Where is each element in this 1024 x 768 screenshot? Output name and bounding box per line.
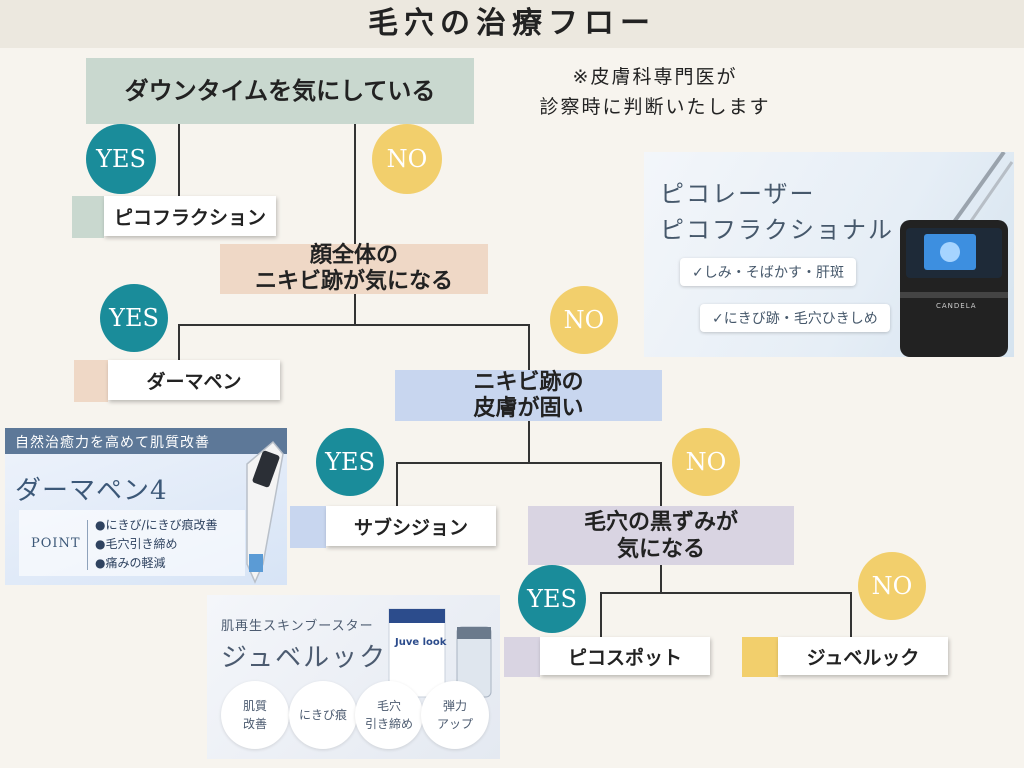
connector-q3-yes — [396, 462, 398, 508]
promo-dermapen-header-bar — [5, 428, 287, 454]
promo-dermapen-divider — [87, 520, 88, 570]
benefit-text: 改善 — [242, 717, 267, 731]
connector-q3-down — [528, 420, 530, 462]
juvelook-box-brand: Juve look — [395, 637, 447, 648]
note-line-2: 診察時に判断いたします — [539, 96, 771, 118]
note-line-1: ※皮膚科専門医が — [572, 66, 738, 88]
connector-q2-branch — [178, 324, 530, 326]
no-badge: NO — [550, 286, 618, 354]
question-acne-scars-line2: ニキビ跡が気になる — [254, 269, 453, 294]
promo-dermapen-header: 自然治癒力を高めて肌質改善 — [15, 435, 210, 451]
result-subcision-label: サブシジョン — [353, 516, 468, 539]
promo-dermapen-point: ●にきび/にきび痕改善 — [95, 518, 218, 532]
promo-dermapen-point: ●痛みの軽減 — [95, 556, 166, 570]
connector-q4-down — [660, 565, 662, 593]
juvelook-product-icon: Juve look — [383, 601, 499, 701]
question-blackheads-line1: 毛穴の黒ずみが — [583, 509, 738, 535]
dermapen-device-icon — [233, 434, 287, 585]
question-blackheads: 毛穴の黒ずみが 気になる — [528, 506, 794, 565]
result-swatch — [504, 637, 540, 677]
yes-badge: YES — [316, 428, 384, 496]
result-pico-spot-label: ピコスポット — [567, 646, 682, 669]
page-title: 毛穴の治療フロー — [368, 6, 656, 41]
benefit-text: アップ — [436, 717, 473, 731]
result-pico-fractional: ピコフラクション — [104, 196, 276, 236]
result-swatch — [290, 506, 326, 548]
no-badge: NO — [372, 124, 442, 194]
promo-pico-laser: ピコレーザー ピコフラクショナル ✓しみ・そばかす・肝斑 ✓にきび跡・毛穴ひきし… — [644, 152, 1014, 357]
result-dermapen-label: ダーマペン — [146, 370, 242, 393]
promo-dermapen-points: ●にきび/にきび痕改善 ●毛穴引き締め ●痛みの軽減 — [95, 516, 218, 573]
connector-q1-yes — [178, 124, 180, 196]
result-dermapen: ダーマペン — [108, 360, 280, 400]
benefit-text: 毛穴 — [376, 699, 401, 713]
promo-dermapen: 自然治癒力を高めて肌質改善 ダーマペン4 POINT ●にきび/にきび痕改善 ●… — [5, 428, 287, 585]
connector-q4-yes — [600, 592, 602, 638]
benefit-text: にきび痕 — [298, 708, 347, 722]
promo-dermapen-point: ●毛穴引き締め — [95, 537, 178, 551]
title-bar — [0, 0, 1024, 48]
question-acne-scars: 顔全体の ニキビ跡が気になる — [220, 243, 488, 294]
connector-q4-branch — [600, 592, 852, 594]
connector-q2-no — [528, 324, 530, 370]
promo-pico-line2: ピコフラクショナル — [660, 216, 894, 244]
result-swatch — [74, 360, 108, 402]
result-pico-fractional-label: ピコフラクション — [113, 206, 266, 229]
benefit-text: 弾力 — [442, 699, 467, 713]
promo-juvelook: 肌再生スキンブースター ジュベルック Juve look 肌質 改善 にきび痕 … — [207, 595, 500, 759]
question-blackheads-line2: 気になる — [616, 536, 705, 562]
result-swatch — [72, 196, 104, 238]
question-hard-skin-line1: ニキビ跡の — [473, 369, 584, 395]
connector-q2-down — [354, 293, 356, 325]
connector-q3-no — [660, 462, 662, 506]
connector-q2-yes — [178, 324, 180, 362]
yes-badge: YES — [518, 565, 586, 633]
juvelook-benefit-circle: 弾力 アップ — [421, 681, 489, 749]
question-hard-skin: ニキビ跡の 皮膚が固い — [395, 370, 662, 421]
question-hard-skin-line2: 皮膚が固い — [473, 395, 584, 421]
promo-dermapen-points-box — [19, 510, 245, 576]
result-subcision: サブシジョン — [326, 506, 496, 546]
benefit-text: 引き締め — [364, 717, 413, 731]
juvelook-benefit-circle: 肌質 改善 — [221, 681, 289, 749]
juvelook-benefit-circle: 毛穴 引き締め — [355, 681, 423, 749]
no-badge: NO — [672, 428, 740, 496]
laser-device-brand: CANDELA — [936, 302, 977, 310]
promo-dermapen-name: ダーマペン4 — [15, 476, 168, 506]
yes-badge: YES — [86, 124, 156, 194]
question-downtime-text: ダウンタイムを気にしている — [124, 77, 436, 105]
laser-device-icon: CANDELA — [894, 152, 1014, 357]
juvelook-benefit-circle: にきび痕 — [289, 681, 357, 749]
question-acne-scars-line1: 顔全体の — [309, 243, 398, 268]
benefit-text: 肌質 — [242, 699, 267, 713]
promo-pico-line1: ピコレーザー — [660, 180, 816, 208]
result-juvelook: ジュベルック — [778, 637, 948, 675]
promo-dermapen-point-label: POINT — [31, 536, 81, 551]
yes-badge: YES — [100, 284, 168, 352]
promo-juvelook-subtitle: 肌再生スキンブースター — [221, 619, 374, 634]
connector-q3-branch — [396, 462, 662, 464]
result-pico-spot: ピコスポット — [540, 637, 710, 675]
promo-juvelook-name: ジュベルック — [221, 643, 388, 673]
question-downtime: ダウンタイムを気にしている — [86, 58, 474, 124]
no-badge: NO — [858, 552, 926, 620]
promo-pico-tag2: ✓にきび跡・毛穴ひきしめ — [700, 304, 890, 332]
result-swatch — [742, 637, 778, 677]
connector-q1-no — [354, 124, 356, 246]
connector-q4-no — [850, 592, 852, 638]
promo-pico-tag1: ✓しみ・そばかす・肝斑 — [680, 258, 857, 286]
result-juvelook-label: ジュベルック — [806, 646, 920, 669]
doctor-note: ※皮膚科専門医が 診察時に判断いたします — [500, 62, 810, 122]
